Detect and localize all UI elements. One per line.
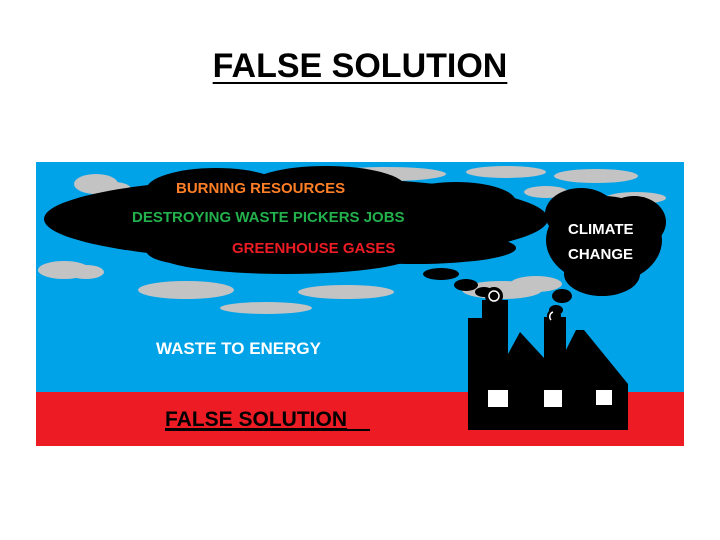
grey-clouds (38, 166, 666, 314)
waste-to-energy-illustration: BURNING RESOURCES DESTROYING WASTE PICKE… (36, 162, 684, 446)
ground-false-solution-label: FALSE SOLUTION (165, 408, 347, 431)
factory-icon (468, 287, 628, 430)
waste-to-energy-label: WASTE TO ENERGY (156, 339, 322, 358)
burning-resources-label: BURNING RESOURCES (176, 180, 345, 197)
smoke-cloud-large (44, 166, 548, 297)
slide-title: FALSE SOLUTION (212, 47, 508, 85)
climate-label: CLIMATE (568, 221, 634, 238)
greenhouse-gases-label: GREENHOUSE GASES (232, 240, 395, 257)
waste-pickers-jobs-label: DESTROYING WASTE PICKERS JOBS (132, 209, 405, 226)
change-label: CHANGE (568, 246, 633, 263)
smoke-cloud-small (545, 188, 666, 315)
